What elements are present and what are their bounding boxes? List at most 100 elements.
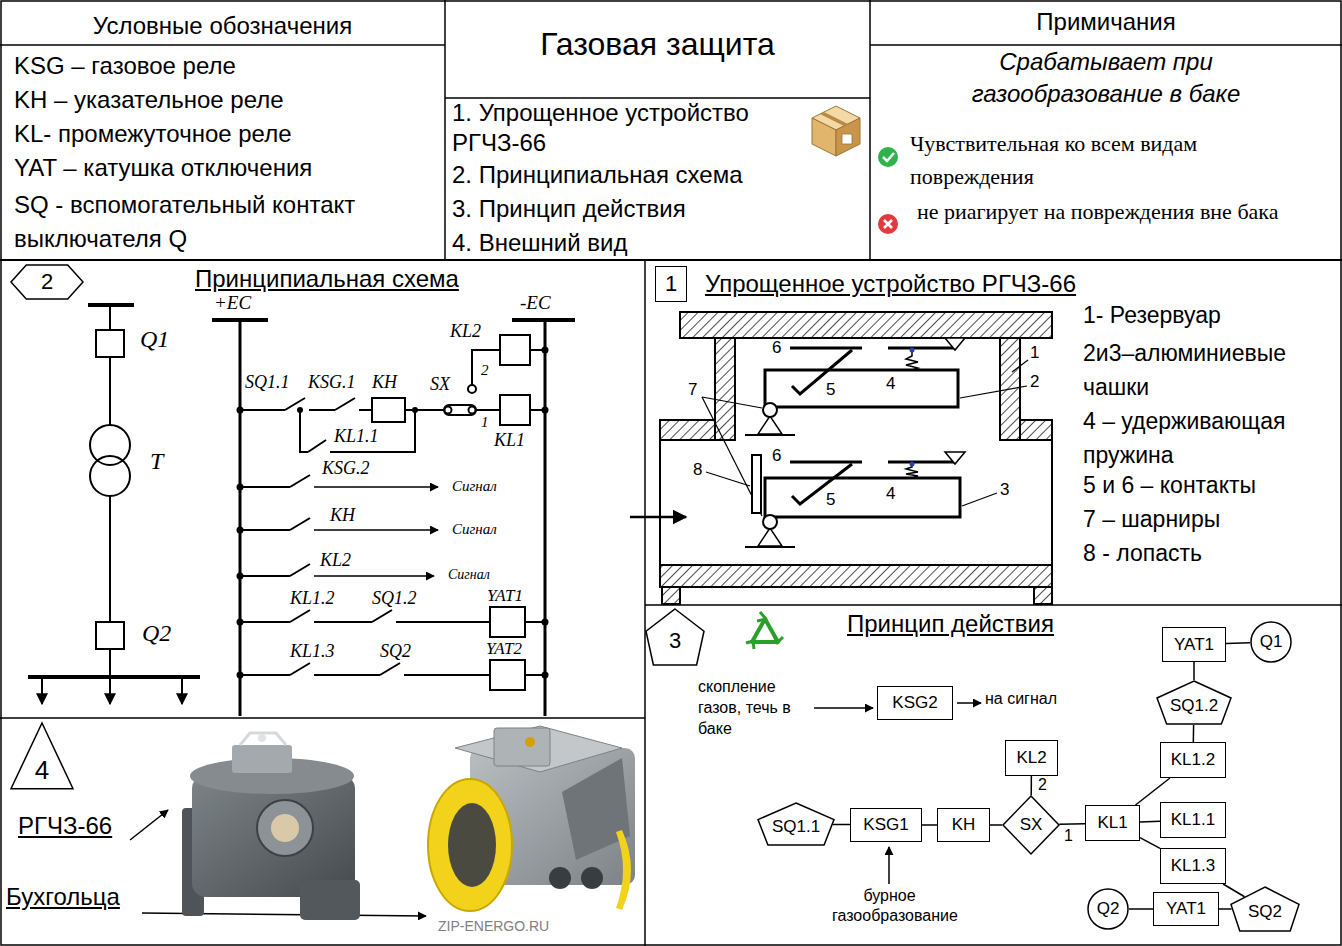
gas-relay-section [680, 312, 1052, 338]
label-text: KH – указательное реле [14, 86, 284, 114]
connector [1059, 823, 1085, 825]
gas-relay-section [888, 461, 955, 464]
gas-relay-section [660, 420, 715, 440]
gas-relay-section [945, 338, 965, 350]
contact-pentagon: SQ1.2 [1156, 680, 1232, 725]
single-line-diagram [109, 305, 111, 330]
label-text: Принцип действия [847, 610, 1054, 638]
label-text: 6 [772, 446, 781, 466]
relay-photo-buchholz [562, 758, 630, 860]
process-box: KL1 [1085, 805, 1140, 841]
frame-line [445, 97, 870, 99]
frame-line [644, 260, 646, 946]
package-icon [812, 118, 836, 156]
diagram-title: Газовая защита [445, 26, 870, 63]
single-line-diagram [109, 496, 111, 622]
gas-relay-section [790, 347, 862, 350]
label-text: Примичания [870, 8, 1342, 36]
frame-line [0, 717, 645, 719]
label-text: 5 [826, 490, 835, 510]
label-text: Чувствительная ко всем видам повреждения [910, 127, 1320, 193]
node-text: KSG1 [863, 815, 908, 835]
frame-line [444, 0, 446, 260]
node-text: KL1.2 [1171, 750, 1215, 770]
relay-photo-buchholz [525, 737, 535, 747]
node-text: KL1 [1097, 813, 1127, 833]
relay-photo-rgchz [182, 733, 360, 920]
label-text: Принципиальная схема [195, 265, 459, 293]
relay-photo-buchholz [455, 726, 622, 772]
relay-photo-rgchz [258, 734, 266, 742]
label-text: 7 – шарниры [1083, 506, 1220, 532]
control-circuit [314, 529, 438, 531]
label-text: KL1.3 [290, 641, 335, 662]
single-line-diagram [41, 677, 43, 704]
leader-arrow [814, 707, 873, 709]
label-text: не риагирует на повреждения вне бака [917, 195, 1335, 228]
label-text: Q2 [142, 620, 171, 648]
control-circuit [542, 407, 549, 414]
label-text: KL2 [450, 321, 481, 342]
node-text: SX [1020, 815, 1043, 835]
relay-photo-buchholz [448, 803, 496, 887]
label-text: на сигнал [985, 690, 1057, 708]
contact-pentagon: 3 [645, 608, 705, 666]
breaker-circle: Q2 [1087, 888, 1129, 930]
relay-photo-rgchz [300, 880, 360, 920]
label-text: YAT – катушка отключения [14, 154, 312, 182]
gas-relay-section [702, 397, 762, 408]
relay-photo-buchholz [581, 867, 603, 889]
label-text: 4. Внешний вид [452, 229, 627, 257]
cross-icon [878, 214, 898, 234]
leader-arrow [888, 847, 890, 884]
label-text: 2 [1030, 372, 1039, 392]
gas-relay-section [945, 452, 965, 464]
single-line-diagram [90, 456, 130, 496]
control-circuit [212, 320, 575, 716]
gas-relay-section [910, 348, 915, 353]
label-text: Бухгольца [6, 883, 120, 911]
gas-relay-section [906, 352, 918, 370]
recycle-icon [774, 635, 783, 643]
label-text: 1. Упрощенное устройство РГЧЗ-66 [452, 98, 814, 158]
single-line-diagram [28, 305, 200, 704]
node-text: SQ1.2 [1170, 696, 1218, 716]
breaker-circle: Q1 [1250, 621, 1292, 663]
relay-photo-rgchz [257, 800, 313, 856]
leader-arrow [130, 703, 981, 916]
label-text: SX [430, 374, 450, 395]
control-circuit [469, 407, 476, 414]
gas-relay-section [1020, 420, 1052, 440]
node-text: KL1.1 [1171, 810, 1215, 830]
control-circuit [239, 320, 242, 716]
label-text: KL1.2 [290, 588, 335, 609]
control-circuit [240, 475, 310, 487]
connector [1136, 778, 1171, 805]
control-circuit [444, 405, 476, 415]
control-circuit [237, 347, 549, 679]
control-circuit [500, 395, 530, 425]
control-circuit [237, 573, 244, 580]
node-outline [1231, 887, 1299, 931]
label-text: -EC [520, 292, 551, 314]
gas-relay-section [715, 338, 735, 440]
node-text: YAT1 [1166, 899, 1206, 919]
gas-relay-section [630, 312, 1052, 604]
relay-photo-rgchz [271, 814, 299, 842]
process-box: KL1.2 [1160, 742, 1226, 778]
node-outline [11, 265, 83, 299]
gas-relay-section [662, 587, 680, 604]
recycle-icon [757, 612, 766, 621]
connector [1226, 642, 1250, 644]
process-box: KSG2 [877, 686, 953, 720]
node-text: Q2 [1097, 899, 1120, 919]
label-text: РГЧЗ-66 [18, 812, 112, 840]
package-icon [820, 112, 848, 126]
label-text: Упрощенное устройство РГЧЗ-66 [705, 270, 1076, 298]
label-text: SQ - вспомогательный контакт выключателя… [14, 188, 439, 256]
label-text: KL2 [320, 550, 351, 571]
connector [1219, 908, 1232, 910]
label-text: YAT2 [486, 639, 522, 659]
process-box: KL1.3 [1160, 848, 1226, 884]
